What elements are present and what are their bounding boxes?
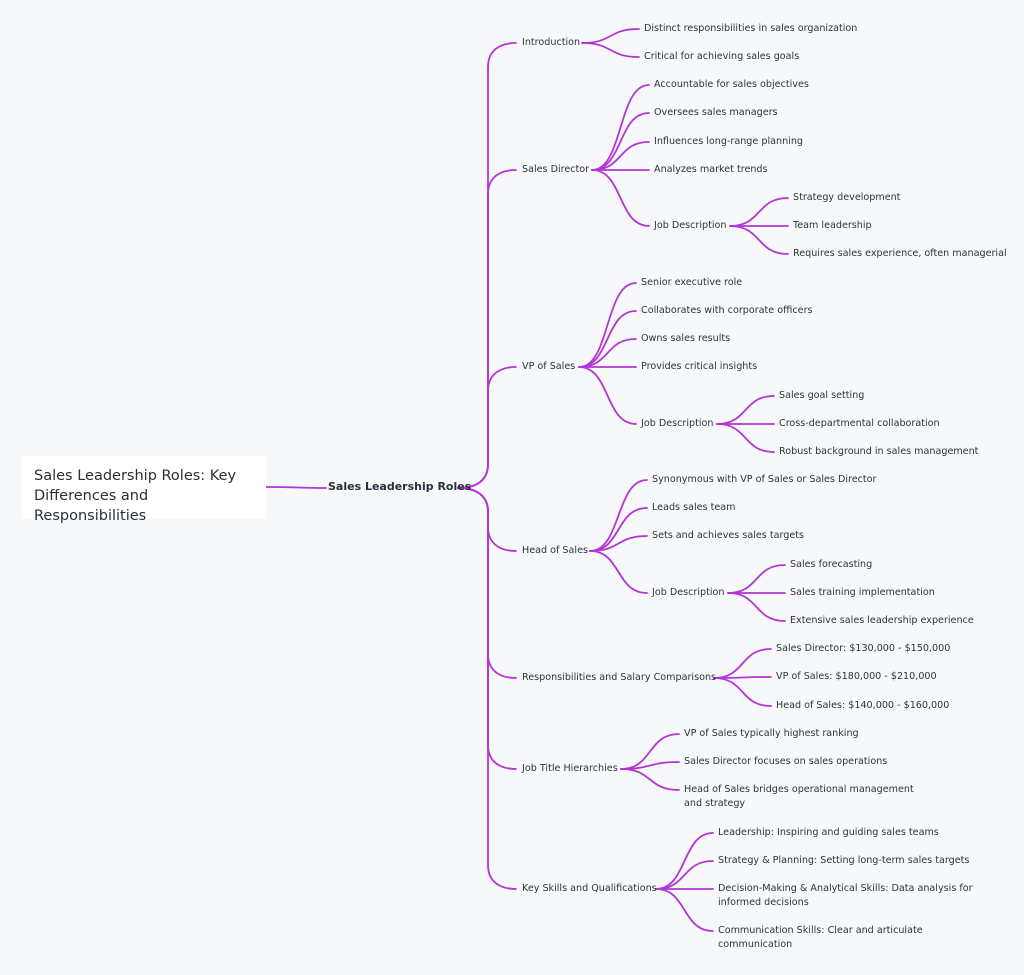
connector-line [591, 112, 650, 171]
leaf-node[interactable]: Strategy & Planning: Setting long-term s… [718, 855, 970, 866]
leaf-node[interactable]: Oversees sales managers [654, 107, 778, 118]
leaf-node[interactable]: Team leadership [793, 220, 872, 231]
connector-line [729, 225, 789, 255]
connector-line [620, 733, 680, 770]
connector-line [589, 535, 648, 552]
leaf-node[interactable]: Head of Sales bridges operational manage… [684, 784, 914, 809]
branch-node[interactable]: Job Title Hierarchies [522, 763, 618, 774]
leaf-node[interactable]: Sales Director focuses on sales operatio… [684, 756, 888, 767]
connector-line [729, 197, 789, 227]
leaf-node[interactable]: Communication Skills: Clear and articula… [718, 925, 923, 950]
leaf-node[interactable]: Cross-departmental collaboration [779, 418, 940, 429]
job-description-node[interactable]: Job Description [641, 418, 714, 429]
leaf-node[interactable]: Head of Sales: $140,000 - $160,000 [776, 700, 950, 711]
leaf-node[interactable]: Collaborates with corporate officers [641, 305, 813, 316]
connector-line [591, 84, 650, 171]
leaf-node[interactable]: Decision-Making & Analytical Skills: Dat… [718, 883, 973, 908]
connector-line [620, 768, 680, 791]
leaf-node[interactable]: Extensive sales leadership experience [790, 615, 974, 626]
leaf-node[interactable]: Critical for achieving sales goals [644, 51, 800, 62]
connector-line [578, 282, 637, 368]
connector-line [457, 487, 517, 552]
connector-line [457, 169, 517, 489]
leaf-node[interactable]: Leads sales team [652, 502, 736, 513]
leaf-node[interactable]: Leadership: Inspiring and guiding sales … [718, 827, 939, 838]
connector-line [716, 423, 775, 453]
leaf-node[interactable]: VP of Sales typically highest ranking [684, 728, 859, 739]
connector-line [727, 564, 786, 594]
branch-node[interactable]: Responsibilities and Salary Comparisons [522, 672, 717, 683]
branch-node[interactable]: VP of Sales [522, 361, 576, 372]
connector-line [589, 479, 648, 552]
connector-line [578, 310, 637, 368]
branch-node[interactable]: Head of Sales [522, 545, 588, 556]
leaf-node[interactable]: Senior executive role [641, 277, 743, 288]
connector-line [591, 169, 650, 227]
branch-node[interactable]: Introduction [522, 37, 581, 48]
connector-line [655, 832, 714, 890]
connector-line [581, 42, 640, 58]
leaf-node[interactable]: Owns sales results [641, 333, 731, 344]
leaf-node[interactable]: Robust background in sales management [779, 446, 979, 457]
branch-node[interactable]: Sales Director [522, 164, 590, 175]
connector-line [655, 860, 714, 890]
title-card[interactable]: Sales Leadership Roles: Key Differences … [22, 456, 266, 524]
connector-line [589, 507, 648, 552]
leaf-node[interactable]: Requires sales experience, often manager… [793, 248, 1007, 259]
branch-node[interactable]: Key Skills and Qualifications [522, 883, 657, 894]
connector-line [589, 550, 648, 594]
leaf-node[interactable]: Distinct responsibilities in sales organ… [644, 23, 858, 34]
leaf-node[interactable]: Sales Director: $130,000 - $150,000 [776, 643, 951, 654]
connector-line [591, 141, 650, 171]
job-description-node[interactable]: Job Description [654, 220, 727, 231]
leaf-node[interactable]: Provides critical insights [641, 361, 758, 372]
leaf-node[interactable]: Sales training implementation [790, 587, 935, 598]
connector-line [578, 338, 637, 368]
leaf-node[interactable]: VP of Sales: $180,000 - $210,000 [776, 671, 937, 682]
connector-line [457, 366, 517, 489]
leaf-node[interactable]: Sales goal setting [779, 390, 865, 401]
connector-line [713, 676, 772, 679]
leaf-node[interactable]: Sets and achieves sales targets [652, 530, 804, 541]
leaf-node[interactable]: Synonymous with VP of Sales or Sales Dir… [652, 474, 877, 485]
connector-line [713, 677, 772, 707]
leaf-node[interactable]: Accountable for sales objectives [654, 79, 809, 90]
leaf-node[interactable]: Strategy development [793, 192, 901, 203]
connector-line [457, 487, 517, 770]
title-text: Sales Leadership Roles: Key Differences … [34, 468, 237, 524]
connector-line [655, 888, 714, 932]
leaf-node[interactable]: Influences long-range planning [654, 136, 803, 147]
connector-line [578, 366, 637, 425]
connector-line [620, 761, 680, 770]
connector-line [457, 487, 517, 890]
leaf-node[interactable]: Analyzes market trends [654, 164, 768, 175]
job-description-node[interactable]: Job Description [652, 587, 725, 598]
connector-line [713, 648, 772, 679]
connector-line [727, 592, 786, 622]
root-node[interactable]: Sales Leadership Roles [328, 480, 472, 493]
connector-line [265, 486, 327, 489]
connector-line [581, 28, 640, 44]
connector-line [716, 395, 775, 425]
leaf-node[interactable]: Sales forecasting [790, 559, 873, 570]
connector-line [457, 42, 517, 489]
connector-line [457, 487, 517, 679]
